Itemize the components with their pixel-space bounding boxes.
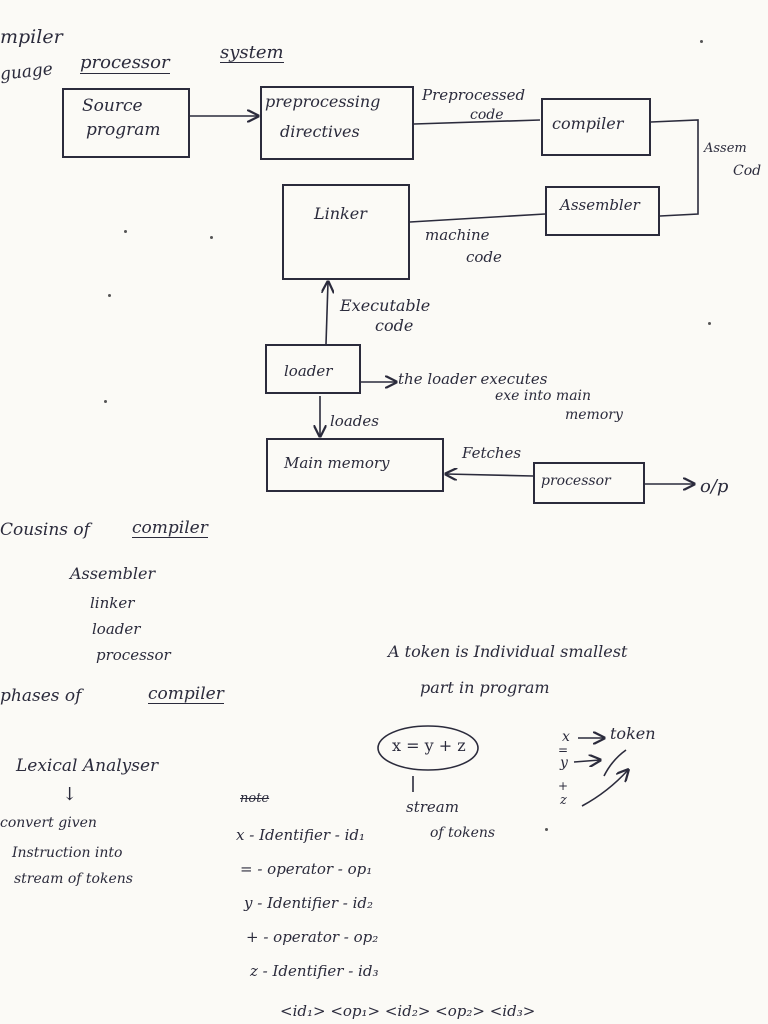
phases-title-a: phases of xyxy=(0,686,82,706)
executable-code-label-2: code xyxy=(375,316,414,335)
token-row-2: = - operator - op₁ xyxy=(240,860,373,878)
processor-label: processor xyxy=(541,473,611,489)
paper-dot xyxy=(124,230,127,233)
cousins-item-4: processor xyxy=(96,646,171,664)
token-def-line-2: part in program xyxy=(420,678,550,697)
machine-code-label-2: code xyxy=(466,248,502,266)
phases-title-b: compiler xyxy=(148,684,224,704)
paper-dot xyxy=(700,40,703,43)
loader-note-2: exe into main xyxy=(495,388,592,404)
assembler-label: Assembler xyxy=(560,196,640,214)
lexical-desc-1: convert given xyxy=(0,815,97,831)
struck-note: note xyxy=(240,791,270,806)
lexical-desc-3: stream of tokens xyxy=(14,871,133,887)
token-map-x: x xyxy=(562,729,570,745)
cousins-title-a: Cousins of xyxy=(0,520,90,540)
token-map-z: z xyxy=(560,793,567,808)
preprocessing-label-1: preprocessing xyxy=(265,92,381,111)
stream-label-1: stream xyxy=(406,798,459,816)
linker-label: Linker xyxy=(314,204,367,223)
paper-dot xyxy=(545,828,548,831)
assembler-box xyxy=(545,186,660,236)
paper-dot xyxy=(108,294,111,297)
assembly-label-1: Assem xyxy=(704,141,747,156)
machine-code-label-1: machine xyxy=(425,226,490,244)
token-row-5: z - Identifier - id₃ xyxy=(250,962,379,980)
preprocessed-label-1: Preprocessed xyxy=(422,86,526,104)
lexical-analyser-label: Lexical Analyser xyxy=(16,756,159,776)
token-row-1: x - Identifier - id₁ xyxy=(236,826,366,844)
loader-note-1: the loader executes xyxy=(398,370,548,388)
source-program-label-1: Source xyxy=(82,96,143,116)
heading-processor: processor xyxy=(80,52,170,74)
heading-compiler: mpiler xyxy=(0,26,63,48)
fetches-label: Fetches xyxy=(462,444,522,462)
linker-box xyxy=(282,184,410,280)
lexical-desc-2: Instruction into xyxy=(12,845,123,861)
main-memory-label: Main memory xyxy=(284,454,390,472)
token-def-line-1: A token is Individual smallest xyxy=(388,642,628,661)
loader-note-3: memory xyxy=(565,407,623,423)
token-map-plus: + xyxy=(558,779,569,793)
assembly-label-2: Cod xyxy=(733,163,762,179)
token-map-label: token xyxy=(610,724,656,743)
cousins-item-3: loader xyxy=(92,620,141,638)
output-label: o/p xyxy=(700,476,729,497)
loader-box xyxy=(265,344,361,394)
preprocessing-label-2: directives xyxy=(280,122,360,141)
source-program-label-2: program xyxy=(86,120,161,140)
example-expression: x = y + z xyxy=(392,736,466,755)
paper-dot xyxy=(708,322,711,325)
token-row-4: + - operator - op₂ xyxy=(246,928,379,946)
executable-code-label-1: Executable xyxy=(340,296,431,315)
paper-dot xyxy=(210,236,213,239)
token-row-3: y - Identifier - id₂ xyxy=(244,894,374,912)
stream-label-2: of tokens xyxy=(430,825,496,841)
main-memory-box xyxy=(266,438,444,492)
paper-dot xyxy=(104,400,107,403)
token-stream-final: <id₁> <op₁> <id₂> <op₂> <id₃> xyxy=(280,1002,536,1020)
source-program-box xyxy=(62,88,190,158)
preprocessed-label-2: code xyxy=(470,107,504,123)
lexical-down-arrow: ↓ xyxy=(62,784,78,805)
compiler-label: compiler xyxy=(552,114,624,133)
heading-system: system xyxy=(220,42,284,63)
compiler-box xyxy=(541,98,651,156)
processor-box xyxy=(533,462,645,504)
preprocessing-box xyxy=(260,86,414,160)
token-map-y: y xyxy=(560,755,568,771)
loades-label: loades xyxy=(330,412,379,430)
cousins-item-2: linker xyxy=(90,594,135,612)
loader-label: loader xyxy=(284,362,333,380)
token-map-eq: = xyxy=(558,743,569,757)
cousins-title-b: compiler xyxy=(132,518,208,538)
cousins-item-1: Assembler xyxy=(70,564,156,583)
